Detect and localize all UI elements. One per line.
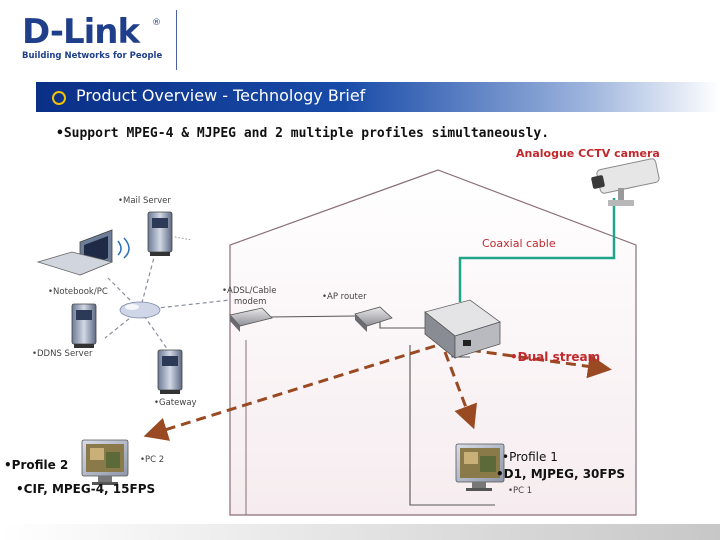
label-pc-1: •PC 1 bbox=[508, 486, 533, 496]
title-bullet-icon bbox=[52, 91, 66, 105]
internet-cloud-icon bbox=[119, 301, 161, 319]
logo-registered-mark: ® bbox=[152, 18, 161, 28]
coaxial-cable-line bbox=[458, 198, 616, 302]
gateway-server-icon bbox=[157, 349, 183, 394]
label-modem-line2: modem bbox=[234, 297, 267, 307]
title-band bbox=[36, 82, 720, 112]
dlink-logo: D-Link ® Building Networks for People bbox=[22, 14, 162, 64]
page-title: Product Overview - Technology Brief bbox=[76, 86, 366, 105]
label-profile-1-spec: •D1, MJPEG, 30FPS bbox=[496, 467, 626, 481]
logo-divider bbox=[176, 10, 177, 70]
house-outline bbox=[229, 169, 637, 516]
notebook-pc-icon bbox=[36, 229, 130, 276]
label-ddns-server: •DDNS Server bbox=[32, 349, 93, 359]
label-ap-router: •AP router bbox=[322, 292, 367, 302]
label-mail-server: •Mail Server bbox=[118, 196, 171, 206]
label-notebook: •Notebook/PC bbox=[48, 287, 108, 297]
logo-wordmark: D-Link bbox=[22, 12, 140, 52]
label-profile-2-spec: •CIF, MPEG-4, 15FPS bbox=[16, 482, 156, 496]
cctv-camera-icon bbox=[591, 158, 660, 206]
video-server-icon bbox=[424, 299, 501, 359]
ap-router-icon bbox=[354, 306, 393, 332]
monitor-pc1-icon bbox=[455, 443, 505, 491]
label-gateway: •Gateway bbox=[154, 398, 197, 408]
label-pc-2: •PC 2 bbox=[140, 455, 165, 465]
label-profile-2: •Profile 2 bbox=[4, 458, 69, 472]
headline-bullet: •Support MPEG-4 & MJPEG and 2 multiple p… bbox=[56, 126, 550, 141]
stream-arrows bbox=[143, 344, 612, 441]
logo-tagline: Building Networks for People bbox=[22, 51, 163, 61]
adsl-modem-icon bbox=[229, 307, 273, 332]
label-dual-stream: •Dual stream bbox=[510, 350, 601, 364]
label-camera: Analogue CCTV camera bbox=[516, 147, 660, 160]
label-coaxial-cable: Coaxial cable bbox=[482, 237, 556, 250]
monitor-pc2-icon bbox=[81, 439, 129, 485]
mail-server-icon bbox=[147, 211, 173, 256]
label-modem-line1: •ADSL/Cable bbox=[222, 286, 277, 296]
bottom-gradient-bar bbox=[0, 524, 720, 540]
ddns-server-icon bbox=[71, 303, 97, 348]
label-profile-1: •Profile 1 bbox=[502, 450, 558, 464]
mail-server-link bbox=[174, 236, 193, 241]
